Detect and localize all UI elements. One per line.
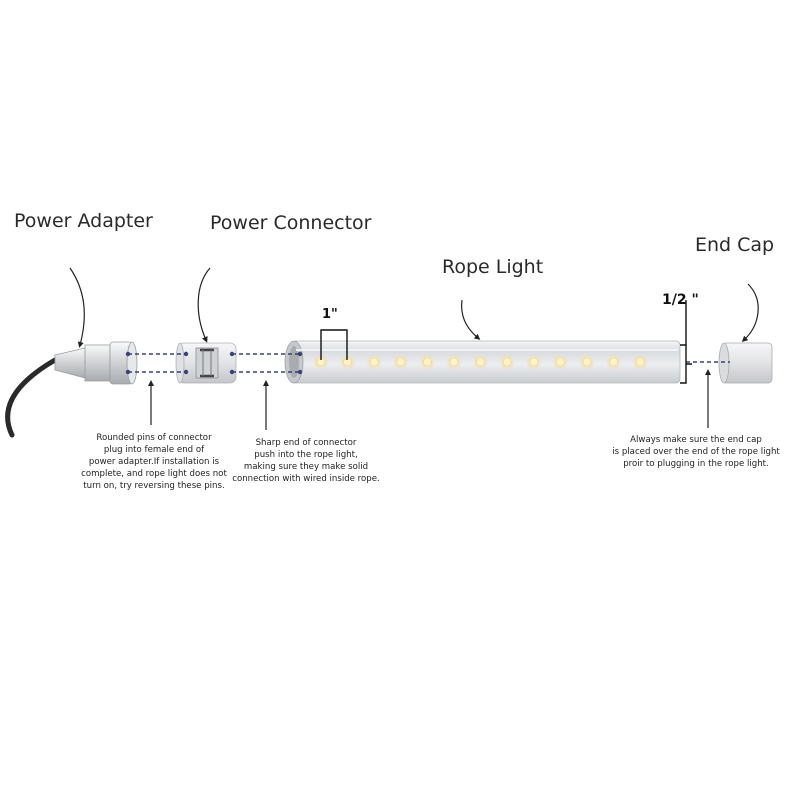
power-adapter-label: Power Adapter xyxy=(14,210,153,232)
cap-gap-measurement: 1/2 " xyxy=(662,292,699,308)
led-bulb xyxy=(635,357,645,367)
led-spacing-bracket xyxy=(320,329,348,360)
led-bulb xyxy=(423,357,432,367)
led-bulb xyxy=(502,357,512,367)
led-bulb xyxy=(396,357,406,367)
end-cap-label: End Cap xyxy=(695,234,775,256)
note-line: complete, and rope light does not xyxy=(81,469,227,479)
led-spacing-measurement: 1" xyxy=(322,307,338,322)
led-bulb xyxy=(476,357,485,367)
cap-gap-bracket xyxy=(680,344,692,384)
end-cap xyxy=(718,342,773,384)
note-line: Sharp end of connector xyxy=(255,438,357,448)
note-line: Always make sure the end cap xyxy=(630,435,762,445)
note-line: push into the rope light, xyxy=(254,450,358,460)
alignment-guide-lines xyxy=(128,353,730,373)
power-connector-label: Power Connector xyxy=(210,212,372,234)
led-bulb xyxy=(609,357,618,367)
guide-dots xyxy=(125,351,303,375)
led-group xyxy=(314,355,648,369)
led-bulb xyxy=(449,357,459,367)
adapter-note: Rounded pins of connector plug into fema… xyxy=(74,432,234,492)
note-line: power adapter.If installation is xyxy=(88,457,220,467)
note-line: is placed over the end of the rope light xyxy=(612,447,780,457)
rope-light-arrow xyxy=(461,299,481,340)
led-bulb xyxy=(556,357,565,367)
power-adapter-cable xyxy=(5,357,58,438)
rope-light-label: Rope Light xyxy=(442,256,544,278)
led-bulb xyxy=(529,357,539,367)
power-adapter-arrow xyxy=(69,267,85,348)
end-cap-note: Always make sure the end cap is placed o… xyxy=(596,434,796,470)
power-connector xyxy=(175,342,237,384)
note-line: turn on, try reversing these pins. xyxy=(83,481,225,491)
end-cap-arrow xyxy=(741,283,759,343)
note-line: making sure they make solid xyxy=(243,462,369,472)
led-bulb xyxy=(369,357,379,367)
note-line: plug into female end of xyxy=(103,445,205,455)
note-line: proir to plugging in the rope light. xyxy=(623,459,769,469)
connector-note: Sharp end of connector push into the rop… xyxy=(226,437,386,485)
note-line: connection with wired inside rope. xyxy=(232,474,380,484)
power-adapter-plug xyxy=(54,341,138,385)
led-bulb xyxy=(582,357,592,367)
power-connector-arrow xyxy=(197,267,211,343)
note-line: Rounded pins of connector xyxy=(96,433,212,443)
